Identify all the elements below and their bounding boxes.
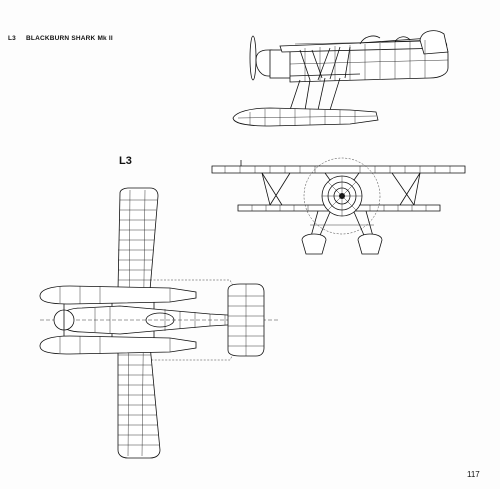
side-view-drawing [232,30,449,127]
plate-label: L3 [119,155,132,167]
header-code: L3 [8,35,16,42]
header-title: BLACKBURN SHARK Mk II [26,35,113,42]
plan-view-drawing [39,187,280,459]
page-header: L3 BLACKBURN SHARK Mk II [8,35,113,42]
front-view-drawing [211,157,466,255]
page-number: 117 [467,470,480,479]
